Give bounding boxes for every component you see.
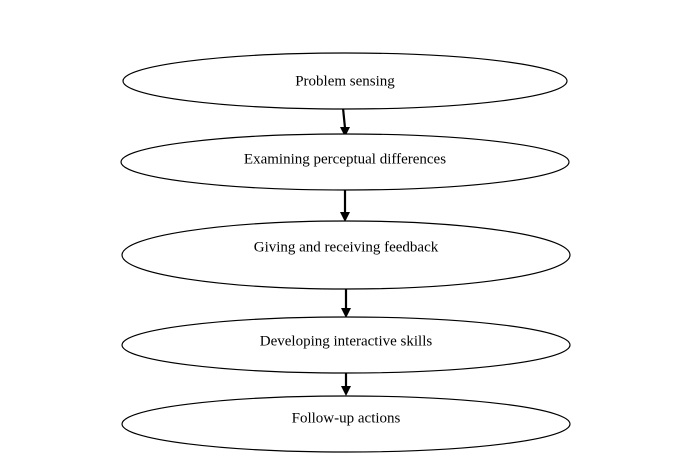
flow-step-giving-and-receiving-feedback: Giving and receiving feedback bbox=[121, 220, 571, 290]
step-label-4: Developing interactive skills bbox=[260, 333, 433, 349]
step-label-1: Problem sensing bbox=[295, 73, 395, 89]
step-ellipse-5 bbox=[121, 395, 571, 453]
connector-arrow-2 bbox=[340, 188, 350, 222]
step-label-3: Giving and receiving feedback bbox=[254, 239, 439, 255]
step-ellipse-3 bbox=[121, 220, 571, 290]
flow-step-developing-interactive-skills: Developing interactive skills bbox=[121, 316, 571, 374]
connector-arrow-3 bbox=[341, 289, 351, 318]
connector-arrow-4 bbox=[341, 373, 351, 396]
step-ellipse-1 bbox=[122, 52, 568, 110]
connector-arrow-1 bbox=[340, 107, 350, 137]
step-ellipse-2 bbox=[120, 133, 570, 191]
step-label-2: Examining perceptual differences bbox=[244, 151, 446, 167]
flow-step-examining-perceptual-differences: Examining perceptual differences bbox=[120, 133, 570, 191]
step-label-5: Follow-up actions bbox=[292, 410, 401, 426]
step-ellipse-4 bbox=[121, 316, 571, 374]
flow-step-problem-sensing: Problem sensing bbox=[122, 52, 568, 110]
flow-step-follow-up-actions: Follow-up actions bbox=[121, 395, 571, 453]
